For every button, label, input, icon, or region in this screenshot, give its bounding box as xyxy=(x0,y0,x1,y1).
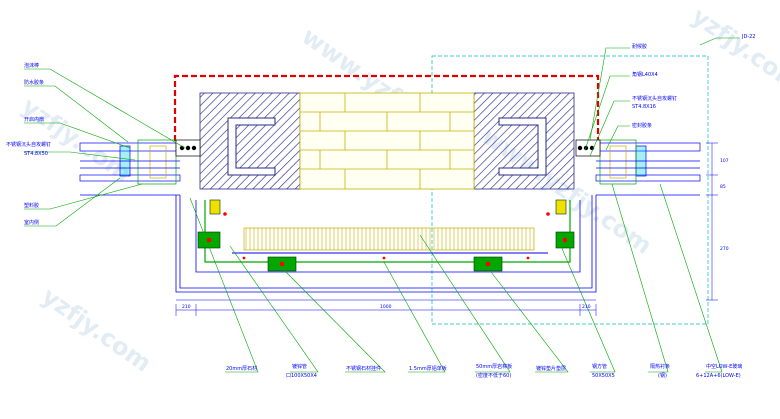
label-angle-steel: 角钢L40X4 xyxy=(632,71,658,78)
steel-channel-right xyxy=(498,117,547,176)
dim-right-mid: 85 xyxy=(720,184,726,190)
label-reference: JD-22 xyxy=(741,34,756,40)
label-rock-wool-density: (密度不低于60) xyxy=(476,372,511,379)
label-shim: 镀锌垫片垫层 xyxy=(536,365,566,372)
dimension-values: 210 1000 210 107 85 270 xyxy=(182,158,729,310)
dim-bottom-right: 210 xyxy=(582,304,591,310)
label-foam-rod: 泡沫棒 xyxy=(24,62,39,69)
watermark: yzfjy.com www.yzfjy.com www.yzfjy.com yz… xyxy=(17,2,780,378)
label-indoor-side: 室内侧 xyxy=(24,219,39,226)
label-glass-spec: 6+12A+6(LOW-E) xyxy=(696,373,741,379)
rock-wool-board xyxy=(243,227,535,251)
label-seal-strip: 密封胶条 xyxy=(632,122,652,129)
label-screw-spec: ST4.8X50 xyxy=(24,151,48,157)
label-steel-tube: 钢方管 xyxy=(592,363,607,370)
label-steel-tube-spec: 50X50X5 xyxy=(592,373,615,379)
label-galv-pipe-spec: 口100X50X4 xyxy=(286,373,317,379)
label-thermal-strip-note: (钢) xyxy=(658,372,667,379)
brick-infill xyxy=(299,92,475,190)
dim-bottom-left: 210 xyxy=(182,304,191,310)
label-plastic-glue: 塑料胶 xyxy=(24,202,39,209)
dim-right-top: 107 xyxy=(720,158,729,164)
watermark-text: yzfjy.com xyxy=(37,282,157,378)
stone-cladding xyxy=(80,194,700,301)
label-stone: 20mm厚石材 xyxy=(226,365,257,372)
label-screw-right-spec: ST4.8X16 xyxy=(632,104,656,110)
sealant-outline xyxy=(173,74,600,150)
label-screw: 不锈钢沉头自攻螺钉 xyxy=(6,141,51,148)
window-frame-right xyxy=(575,139,701,185)
right-annotations: 耐候胶 角钢L40X4 不锈钢沉头自攻螺钉 ST4.8X16 密封胶条 JD-2… xyxy=(632,34,756,129)
label-rock-wool: 50mm厚岩棉板 xyxy=(476,363,512,370)
label-inner-sash: 开启内扇 xyxy=(24,116,44,123)
watermark-text: yzfjy.com xyxy=(17,92,137,188)
leader-lines xyxy=(24,37,740,373)
watermark-text: yzfjy.com xyxy=(687,2,780,98)
label-weather-sealant: 耐候胶 xyxy=(632,43,647,50)
foam-rod-icon xyxy=(179,145,197,151)
bolt-icon xyxy=(206,212,568,267)
label-glass: 中空LOW-E玻璃 xyxy=(706,363,742,370)
dim-bottom-mid: 1000 xyxy=(380,304,392,310)
steel-channel-left xyxy=(227,117,276,176)
left-annotations: 泡沫棒 防水胶条 开启内扇 不锈钢沉头自攻螺钉 ST4.8X50 塑料胶 室内侧 xyxy=(6,62,51,226)
label-thermal-strip: 隔热衬条 xyxy=(650,363,670,370)
detail-frame xyxy=(431,55,709,325)
dim-right-low: 270 xyxy=(720,246,729,252)
label-screw-right: 不锈钢沉头自攻螺钉 xyxy=(632,95,677,102)
aluminium-panel xyxy=(204,200,571,263)
label-stone-hanger: 不锈钢石材挂件 xyxy=(346,365,381,372)
label-alum-panel: 1.5mm厚铝单板 xyxy=(409,365,447,372)
label-waterproof-strip: 防水胶条 xyxy=(24,79,44,86)
bottom-annotations: 20mm厚石材 镀锌管 口100X50X4 不锈钢石材挂件 1.5mm厚铝单板 … xyxy=(226,363,742,379)
dimension-lines xyxy=(175,142,718,316)
label-galv-pipe: 镀锌管 xyxy=(292,363,307,370)
